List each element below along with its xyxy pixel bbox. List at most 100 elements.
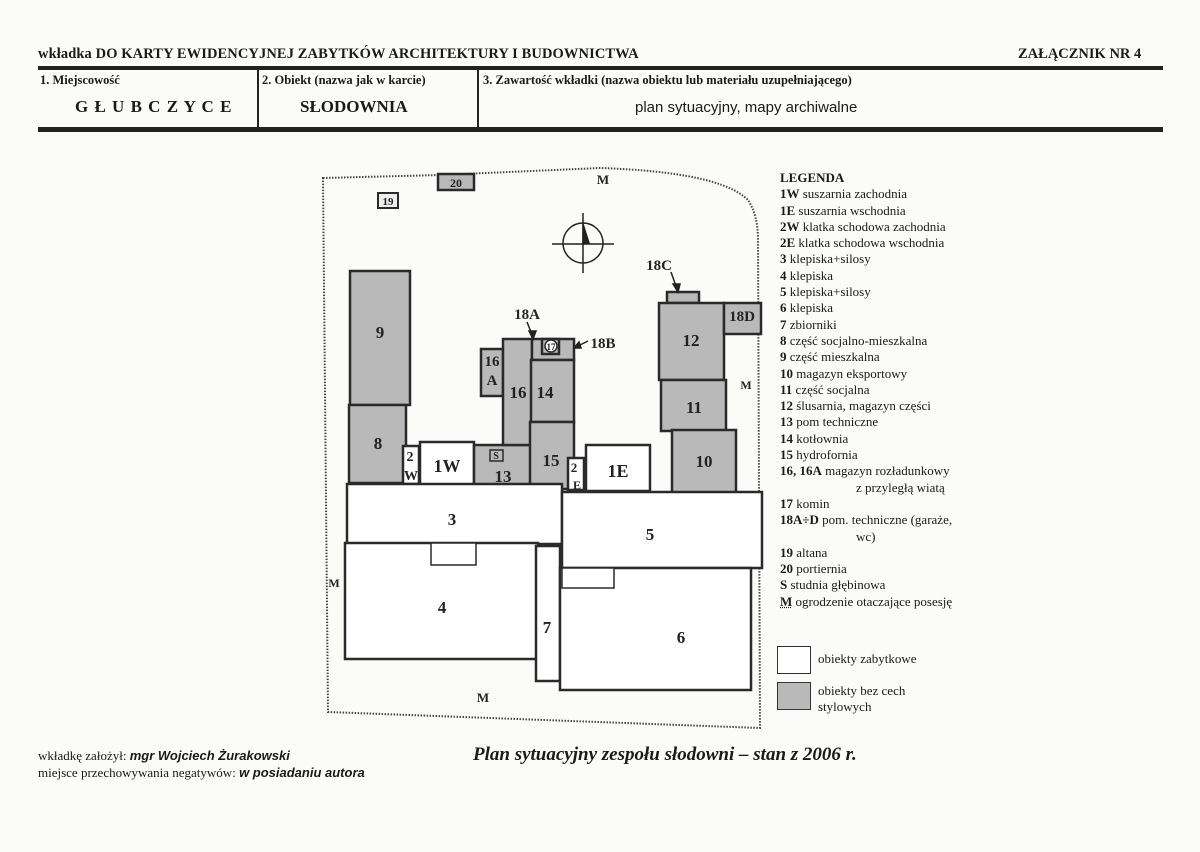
object-value: SŁODOWNIA	[300, 97, 408, 116]
legend-item-code: 1E	[780, 202, 796, 218]
building-19	[377, 192, 399, 209]
legend-item-desc: magazyn rozładunkowy	[825, 463, 950, 479]
label-2W: 2	[407, 450, 414, 465]
legend-item-code: 2W	[780, 218, 800, 234]
chimney-17	[544, 339, 558, 353]
building-1E	[584, 443, 652, 493]
legend-item-desc: studnia głębinowa	[790, 577, 886, 593]
plan-caption: Plan sytuacyjny zespołu słodowni – stan …	[473, 744, 857, 765]
legend-item-code: 2E	[780, 235, 796, 251]
building-18C	[665, 290, 701, 305]
legend-item: 18A÷D pom. techniczne (garaże,	[780, 512, 952, 528]
legend-item-desc: zbiorniki	[789, 316, 837, 332]
annex-number: ZAŁĄCZNIK NR 4	[1018, 46, 1142, 62]
legend-item-desc: ślusarnia, magazyn części	[796, 398, 931, 414]
legend-item-desc: hydrofornia	[796, 447, 858, 463]
label-20: 20	[450, 176, 462, 190]
legend-item-code: 14	[780, 430, 793, 446]
legend-item-code: 5	[780, 284, 787, 300]
footer-credits: wkładkę założył: mgr Wojciech Żurakowski…	[38, 747, 365, 781]
legend-item-code: 6	[780, 300, 787, 316]
label-11: 11	[686, 398, 702, 417]
legend-item: 16, 16A magazyn rozładunkowy	[780, 463, 952, 479]
author-name: mgr Wojciech Żurakowski	[129, 748, 290, 763]
label-3: 3	[448, 510, 457, 529]
negatives-location: w posiadaniu autora	[239, 765, 365, 780]
label-fence-bottom: M	[477, 690, 489, 705]
fence-boundary	[321, 166, 762, 730]
label-5: 5	[646, 525, 655, 544]
legend-item: 12 ślusarnia, magazyn części	[780, 398, 952, 414]
label-1W: 1W	[434, 456, 461, 476]
building-18D	[722, 301, 763, 336]
building-14	[529, 358, 576, 424]
legend-item: wc)	[780, 529, 952, 545]
legend-item-code: S	[780, 577, 788, 593]
legend-item: 10 magazyn eksportowy	[780, 366, 952, 382]
legend-item-desc: komin	[796, 495, 830, 511]
legend-item-desc: klepiska+silosy	[789, 284, 871, 300]
north-arrow-icon	[552, 213, 614, 273]
label-12: 12	[683, 331, 700, 350]
object-label: 2. Obiekt (nazwa jak w karcie)	[262, 73, 426, 87]
label-18A: 18A	[514, 307, 540, 323]
legend-item-code: 16, 16A	[780, 463, 822, 479]
building-10	[670, 428, 738, 498]
legend-item: M ogrodzenie otaczające posesję	[780, 594, 952, 610]
legend-item: 5 klepiska+silosy	[780, 284, 952, 300]
legend-item-code: 4	[780, 267, 787, 283]
legend-item: 14 kotłownia	[780, 431, 952, 447]
legend-item-code: 1W	[780, 186, 800, 202]
legend-item-desc: suszarnia zachodnia	[802, 186, 908, 202]
label-2E: 2	[571, 460, 578, 475]
swatch-label-line1: obiekty bez cech	[818, 683, 906, 698]
building-12	[657, 301, 726, 382]
legend-item-code: M	[780, 593, 793, 609]
legend-item: 1E suszarnia wschodnia	[780, 203, 952, 219]
locality-label: 1. Miejscowość	[40, 73, 120, 87]
legend-item-code: 10	[780, 365, 793, 381]
label-S: S	[493, 451, 499, 462]
locality-value: G Ł U B C Z Y C E	[75, 97, 233, 116]
legend-item: 13 pom techniczne	[780, 414, 952, 430]
legend-title: LEGENDA	[780, 170, 845, 185]
negatives-label: miejsce przechowywania negatywów:	[38, 765, 236, 780]
building-5	[560, 490, 764, 570]
legend-item: S studnia głębinowa	[780, 577, 952, 593]
legend-item: 2E klatka schodowa wschodnia	[780, 235, 952, 251]
label-15: 15	[543, 451, 560, 470]
legend-item-code: 11	[780, 381, 793, 397]
legend-item: 6 klepiska	[780, 300, 952, 316]
label-4: 4	[438, 598, 447, 617]
legend-item-desc: portiernia	[796, 561, 847, 577]
legend-item: 2W klatka schodowa zachodnia	[780, 219, 952, 235]
label-10: 10	[696, 452, 713, 471]
label-1E: 1E	[607, 461, 628, 481]
legend-swatch-historic	[777, 646, 811, 674]
building-8	[347, 403, 408, 485]
legend-item-code: 15	[780, 447, 793, 463]
legend-item: 7 zbiorniki	[780, 317, 952, 333]
legend-item: 19 altana	[780, 545, 952, 561]
building-11	[659, 378, 728, 433]
legend-item-desc: pom. techniczne (garaże,	[822, 512, 953, 528]
legend-item: 17 komin	[780, 496, 952, 512]
header-top-rule	[38, 66, 1163, 70]
label-6: 6	[677, 628, 686, 647]
legend-item-code: 7	[780, 316, 787, 332]
legend-item-desc: ogrodzenie otaczające posesję	[795, 593, 953, 609]
legend-item: 8 część socjalno-mieszkalna	[780, 333, 952, 349]
building-20	[436, 172, 476, 192]
legend-item-code: 12	[780, 398, 793, 414]
content-label: 3. Zawartość wkładki (nazwa obiektu lub …	[483, 73, 852, 87]
legend-item-desc: wc)	[856, 528, 876, 544]
column-divider	[477, 69, 479, 127]
label-18C: 18C	[646, 258, 672, 274]
label-16A-b: A	[487, 373, 498, 389]
legend-item-desc: klepiska	[789, 300, 834, 316]
building-4-annex	[430, 542, 477, 566]
legend-item-desc: klepiska	[789, 267, 834, 283]
swatch-label-line2: stylowych	[818, 699, 872, 714]
legend-swatch-non-style-label: obiekty bez cech stylowych	[818, 683, 905, 715]
